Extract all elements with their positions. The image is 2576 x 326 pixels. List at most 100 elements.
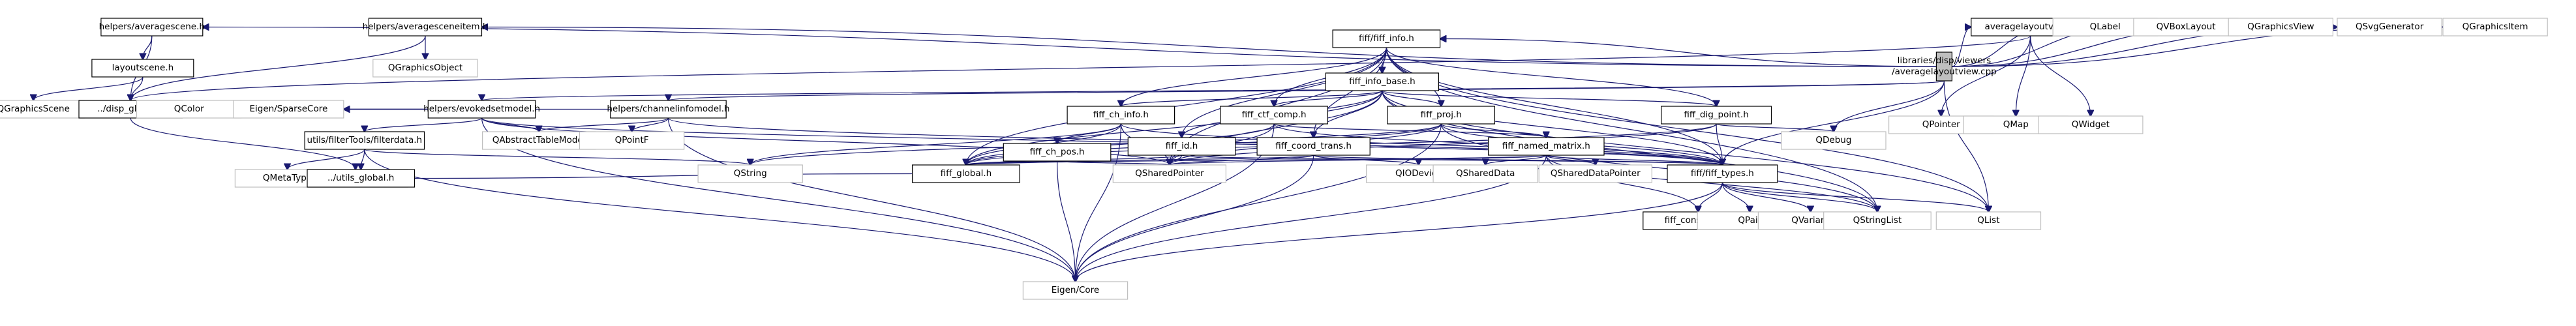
node-utils_filterTools_filterdata_h[interactable]: utils/filterTools/filterdata.h [304,131,425,150]
edge-fiff_named_matrix_h-to-QSharedPointer [1170,155,1547,165]
node-helpers_evokedsetmodel_h[interactable]: helpers/evokedsetmodel.h [423,100,540,119]
node-box-Eigen_SparseCore [233,100,344,119]
node-label-QStringList: QStringList [1853,215,1902,226]
edge-fiff_info_base_h-to-fiff_dig_point_h [1382,90,1716,106]
edge-utils_filterTools_filterdata_h-to-QString [364,149,750,165]
node-label-fiff_ch_pos_h: fiff_ch_pos.h [1030,147,1085,157]
node-label-fiff_ch_info_h: fiff_ch_info.h [1093,110,1149,120]
node-box-QGraphicsObject [372,59,478,78]
node-label-utils_global_h: ../utils_global.h [327,173,394,183]
node-label-QSharedDataPointer: QSharedDataPointer [1551,168,1641,179]
node-box-utils_global_h[interactable] [307,169,416,188]
edge-fiff_info_base_h-to-fiff_fiff_types_h [1382,90,1723,165]
node-label-QGraphicsScene: QGraphicsScene [0,104,70,114]
node-box-fiff_named_matrix_h[interactable] [1488,137,1605,156]
node-label-fiff_dig_point_h: fiff_dig_point.h [1684,110,1748,120]
node-label-QSvgGenerator: QSvgGenerator [2356,22,2424,32]
node-helpers_channelinfomodel_h[interactable]: helpers/channelinfomodel.h [607,100,730,119]
edge-fiff_info_base_h-to-fiff_global_h [966,90,1383,165]
edge-helpers_evokedsetmodel_h-to-QAbstractTableModel [481,117,539,132]
node-label-QPair: QPair [1738,215,1761,226]
node-box-fiff_fiff_types_h[interactable] [1667,164,1778,183]
edge-root-to-helpers_channelinfomodel_h [669,80,1945,100]
node-box-helpers_evokedsetmodel_h[interactable] [427,100,536,119]
node-box-QAbstractTableModel [481,131,596,150]
node-root[interactable]: libraries/disp/viewers/averagelayoutview… [1892,52,1997,82]
node-box-fiff_dig_point_h[interactable] [1661,106,1772,125]
node-box-fiff_coord_trans_h[interactable] [1256,137,1371,156]
edge-helpers_channelinfomodel_h-to-QAbstractTableModel [539,117,669,132]
node-label-QPointer: QPointer [1922,119,1960,130]
edge-helpers_evokedsetmodel_h-to-fiff_fiff_types_h [481,117,1723,165]
node-QStringList: QStringList [1823,211,1932,230]
node-fiff_fiff_types_h[interactable]: fiff/fiff_types.h [1667,164,1778,183]
node-label-QGraphicsItem: QGraphicsItem [2462,22,2528,32]
node-QGraphicsItem: QGraphicsItem [2442,18,2548,37]
node-box-QGraphicsScene [0,100,85,119]
node-box-fiff_proj_h[interactable] [1387,106,1495,125]
edge-fiff_named_matrix_h-to-QSharedData [1485,155,1547,165]
node-layoutscene_h[interactable]: layoutscene.h [91,59,194,78]
edge-fiff_fiff_types_h-to-QPair [1721,182,1750,212]
node-box-fiff_info_base_h[interactable] [1325,72,1440,91]
node-QSharedPointer: QSharedPointer [1112,164,1227,183]
node-fiff_fiff_info_h[interactable]: fiff/fiff_info.h [1332,29,1441,48]
edge-root-to-QList [1943,80,1988,212]
node-box-QSharedData [1432,164,1538,183]
node-box-fiff_ctf_comp_h[interactable] [1220,106,1328,125]
node-QGraphicsObject: QGraphicsObject [372,59,478,78]
node-QAbstractTableModel: QAbstractTableModel [481,131,596,150]
edge-helpers_evokedsetmodel_h-to-QSharedPointer [481,117,1170,165]
node-QString: QString [697,164,803,183]
node-box-QList [1935,211,2042,230]
edge-fiff_dig_point_h-to-fiff_fiff_types_h [1716,123,1722,165]
node-fiff_ch_pos_h[interactable]: fiff_ch_pos.h [1003,143,1112,162]
edge-helpers_channelinfomodel_h-to-QPointF [632,117,669,132]
node-box-helpers_averagescene_h[interactable] [100,18,204,37]
edge-fiff_fiff_info_h-to-fiff_fiff_types_h [1386,47,1722,165]
node-fiff_dig_point_h[interactable]: fiff_dig_point.h [1661,106,1772,125]
node-QDebug: QDebug [1781,131,1887,150]
node-box-root[interactable] [1935,52,1952,82]
node-box-fiff_ch_info_h[interactable] [1067,106,1175,125]
node-box-fiff_fiff_info_h[interactable] [1332,29,1441,48]
node-fiff_id_h[interactable]: fiff_id.h [1127,137,1236,156]
edge-fiff_dig_point_h-to-QSharedPointer [1170,123,1717,165]
node-fiff_proj_h[interactable]: fiff_proj.h [1387,106,1495,125]
node-utils_global_h[interactable]: ../utils_global.h [307,169,416,188]
edge-layoutscene_h-to-disp_global_h [130,76,144,100]
node-fiff_named_matrix_h[interactable]: fiff_named_matrix.h [1488,137,1605,156]
node-box-QSharedPointer [1112,164,1227,183]
node-box-fiff_global_h[interactable] [911,164,1020,183]
node-box-helpers_channelinfomodel_h[interactable] [610,100,727,119]
edge-fiff_info_base_h-to-fiff_ctf_comp_h [1274,90,1383,106]
node-QList: QList [1935,211,2042,230]
node-fiff_ctf_comp_h[interactable]: fiff_ctf_comp.h [1220,106,1328,125]
node-box-utils_filterTools_filterdata_h[interactable] [304,131,425,150]
edge-root-to-fiff_fiff_info_h [1440,39,1937,67]
nodes-layer: libraries/disp/viewers/averagelayoutview… [0,18,2548,300]
node-fiff_coord_trans_h[interactable]: fiff_coord_trans.h [1256,137,1371,156]
node-label-layoutscene_h: layoutscene.h [112,63,174,73]
node-label-helpers_averagescene_h: helpers/averagescene.h [99,22,205,32]
edge-fiff_fiff_info_h-to-fiff_ch_info_h [1121,47,1387,106]
node-box-fiff_id_h[interactable] [1127,137,1236,156]
node-box-Eigen_Core [1022,281,1129,300]
node-QVBoxLayout: QVBoxLayout [2133,18,2239,37]
edge-fiff_proj_h-to-fiff_named_matrix_h [1440,123,1546,138]
node-fiff_global_h[interactable]: fiff_global.h [911,164,1020,183]
node-label-Eigen_SparseCore: Eigen/SparseCore [249,104,327,114]
node-helpers_averagescene_h[interactable]: helpers/averagescene.h [99,18,205,37]
node-QColor: QColor [136,100,242,119]
node-box-QSvgGenerator [2337,18,2442,37]
node-box-layoutscene_h[interactable] [91,59,194,78]
node-QSvgGenerator: QSvgGenerator [2337,18,2442,37]
node-fiff_info_base_h[interactable]: fiff_info_base.h [1325,72,1440,91]
node-helpers_averagesceneitem_h[interactable]: helpers/averagesceneitem.h [363,18,489,37]
node-fiff_ch_info_h[interactable]: fiff_ch_info.h [1067,106,1175,125]
edge-fiff_coord_trans_h-to-Eigen_Core [1076,155,1314,282]
node-box-fiff_ch_pos_h[interactable] [1003,143,1112,162]
node-label-fiff_fiff_types_h: fiff/fiff_types.h [1691,168,1754,179]
edge-fiff_ch_info_h-to-QString [750,123,1121,165]
node-box-helpers_averagesceneitem_h[interactable] [368,18,483,37]
